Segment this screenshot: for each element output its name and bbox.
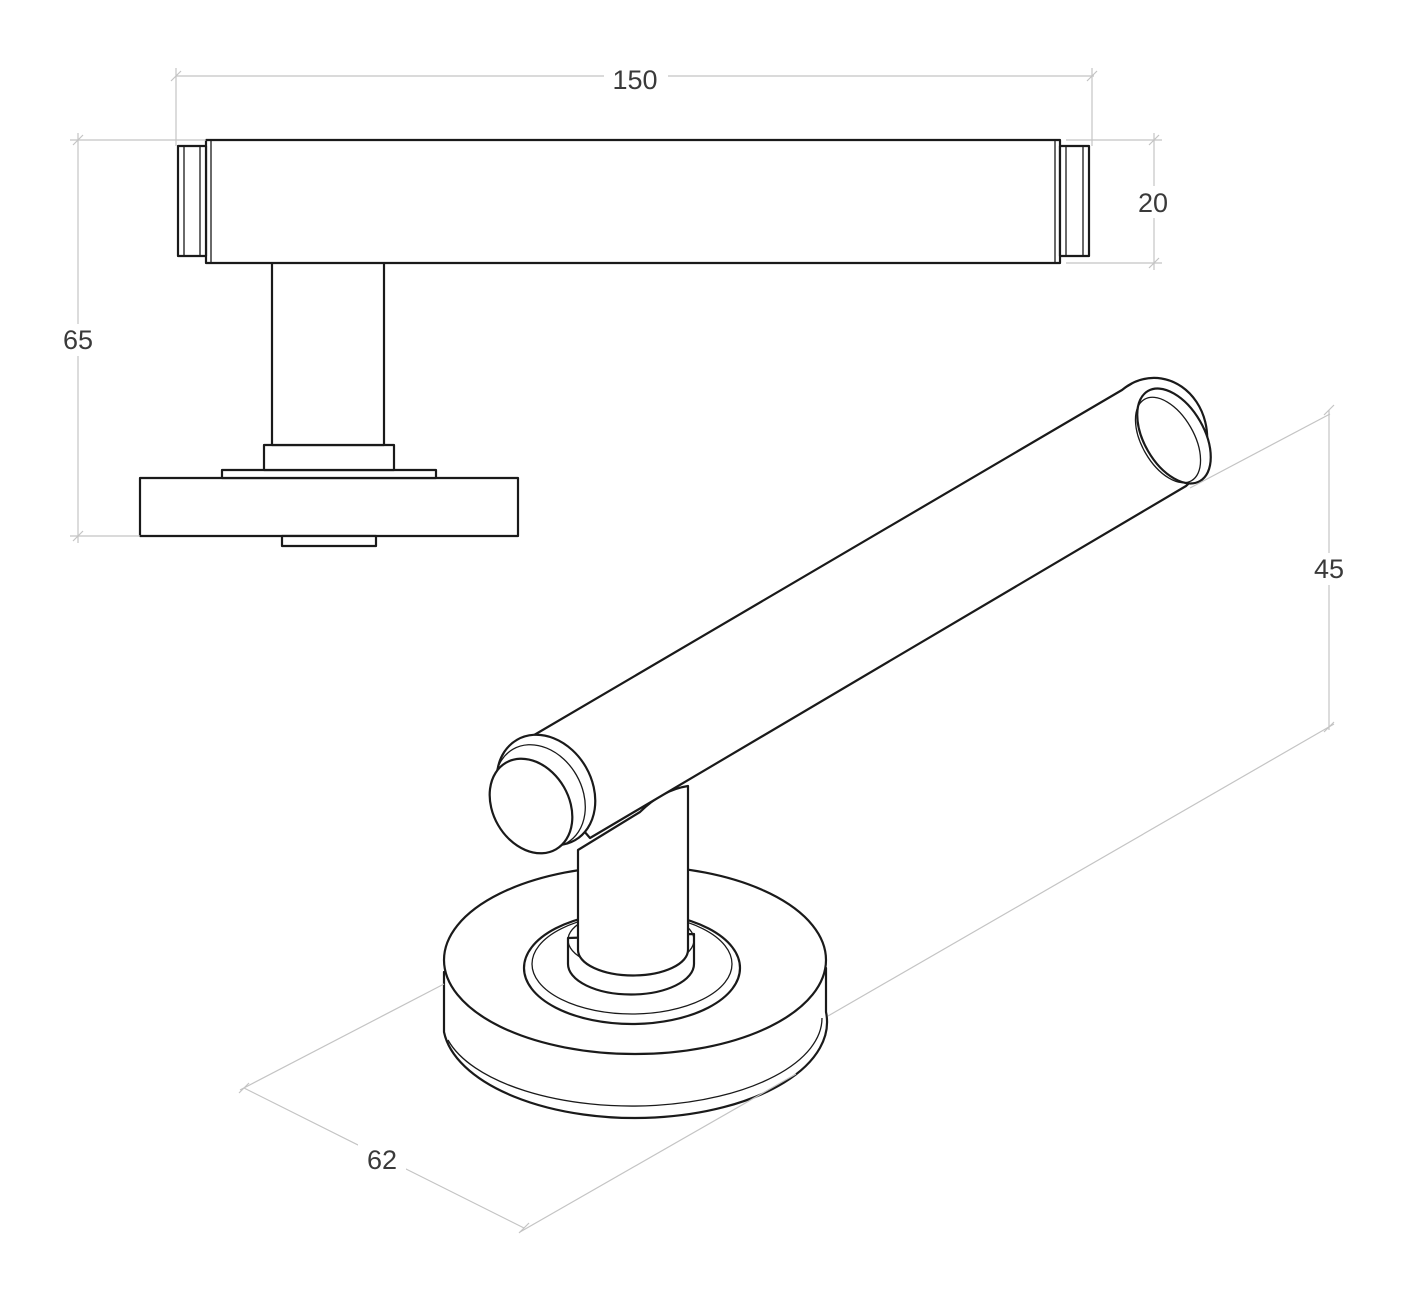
- iso-view: [442, 376, 1212, 1120]
- dim-rose-diameter-label: 62: [367, 1145, 397, 1175]
- iso-dimensions: 45 62: [238, 404, 1351, 1234]
- iso-cap-far-ring: [1134, 396, 1202, 484]
- iso-cap-far: [1136, 387, 1212, 485]
- iso-bar-edge: [521, 383, 1133, 743]
- dim-diameter-label: 20: [1138, 188, 1168, 218]
- dim-projection-front-label: 65: [63, 325, 93, 355]
- iso-bar: [510, 376, 1209, 840]
- front-bar: [204, 138, 1062, 265]
- iso-rose-bottom-edge: [447, 1017, 823, 1107]
- front-cap-left: [176, 144, 208, 258]
- dim-length-label: 150: [612, 65, 657, 95]
- front-neck-collar: [262, 443, 396, 472]
- front-dimensions: 150 20 65: [56, 60, 1176, 543]
- dim-projection-iso-label: 45: [1314, 554, 1344, 584]
- front-cap-right: [1058, 144, 1091, 258]
- front-rose-cap: [220, 468, 438, 480]
- iso-cap-near-face: [488, 757, 574, 855]
- front-view: [138, 138, 1091, 548]
- front-rose: [138, 476, 520, 538]
- front-neck: [270, 232, 386, 447]
- front-rose-spindle: [280, 534, 378, 548]
